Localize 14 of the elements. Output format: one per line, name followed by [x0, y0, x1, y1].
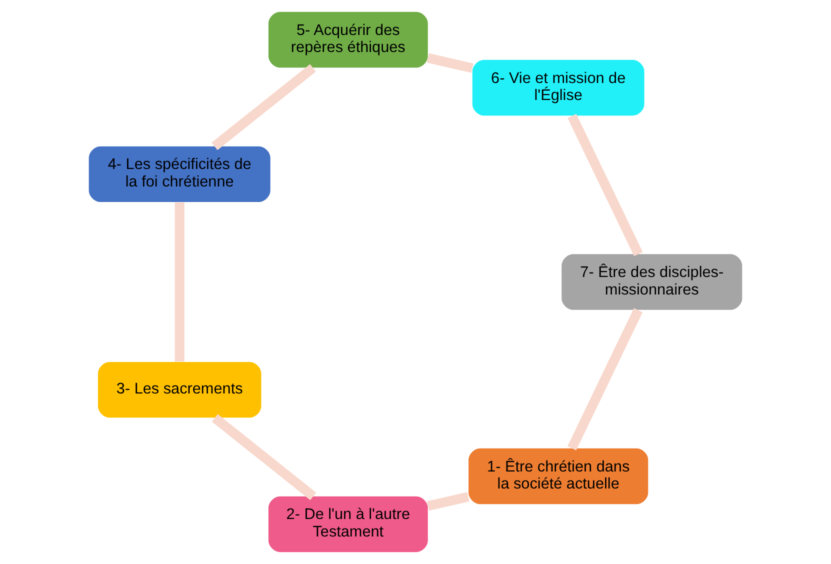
node-box: 2- De l'un à l'autre Testament — [268, 496, 428, 552]
node-box: 7- Être des disciples-missionnaires — [562, 254, 742, 310]
connector — [427, 492, 470, 511]
node-box: 4- Les spécificités de la foi chrétienne — [88, 146, 270, 202]
node-box: 1- Être chrétien dans la société actuelle — [468, 448, 648, 504]
connector — [212, 414, 316, 500]
node-box: 5- Acquérir des repères éthiques — [268, 12, 428, 68]
connector — [426, 53, 474, 73]
connector — [174, 202, 184, 362]
node-box: 3- Les sacrements — [98, 362, 262, 418]
connector — [568, 114, 643, 256]
node-box: 6- Vie et mission de l'Église — [472, 60, 644, 116]
connector — [567, 308, 643, 450]
connector — [212, 64, 316, 150]
